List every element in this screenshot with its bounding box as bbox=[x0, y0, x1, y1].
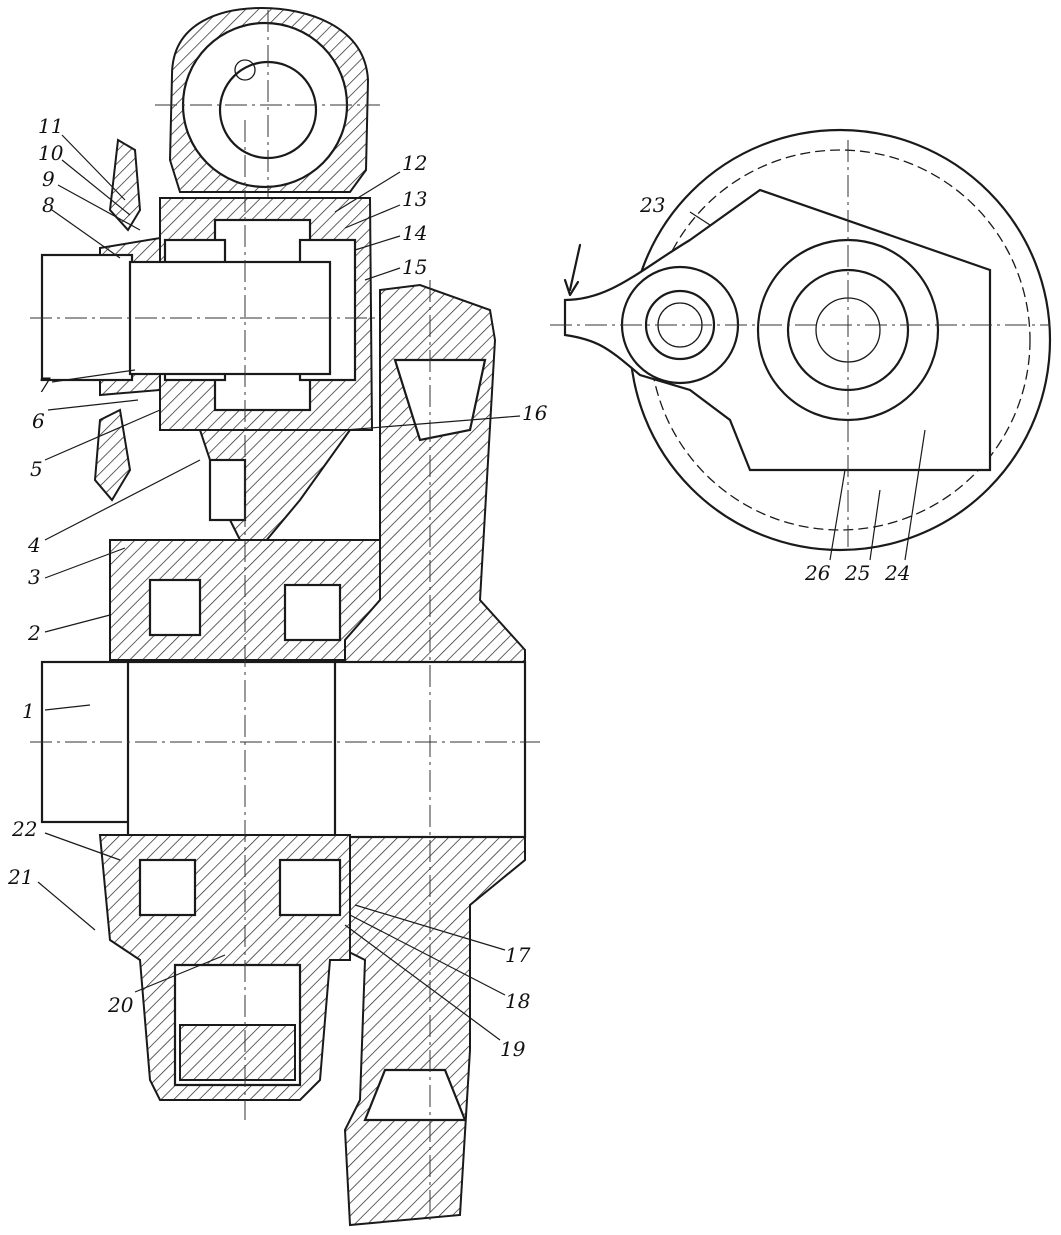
sectional-view bbox=[30, 6, 540, 1227]
callout-15: 15 bbox=[402, 255, 427, 279]
callout-4: 4 bbox=[27, 533, 41, 557]
callout-3: 3 bbox=[28, 565, 41, 589]
callout-leaders bbox=[37, 134, 926, 1041]
side-view bbox=[550, 128, 1052, 552]
callout-17: 17 bbox=[505, 943, 531, 967]
callout-13: 13 bbox=[402, 187, 427, 211]
lower-housing bbox=[98, 834, 351, 1101]
callout-2: 2 bbox=[27, 621, 41, 645]
callout-25: 25 bbox=[844, 561, 870, 585]
callout-24: 24 bbox=[884, 561, 910, 585]
callout-5: 5 bbox=[30, 457, 43, 481]
callout-11: 11 bbox=[38, 114, 63, 138]
callout-21: 21 bbox=[7, 865, 33, 889]
input-shaft bbox=[30, 253, 380, 382]
callout-9: 9 bbox=[42, 167, 55, 191]
callout-1: 1 bbox=[22, 699, 35, 723]
callout-22: 22 bbox=[11, 817, 37, 841]
intermediate-web bbox=[198, 429, 352, 562]
callout-7: 7 bbox=[38, 373, 51, 397]
callout-18: 18 bbox=[505, 989, 530, 1013]
motor-housing bbox=[155, 6, 380, 200]
callout-12: 12 bbox=[402, 151, 427, 175]
callout-labels: 11 10 9 8 7 6 5 4 3 2 1 22 21 20 12 13 1… bbox=[7, 114, 910, 1061]
lower-bearing-block bbox=[109, 539, 381, 661]
sprocket bbox=[93, 138, 142, 502]
axle bbox=[30, 660, 540, 839]
callout-8: 8 bbox=[42, 193, 55, 217]
callout-19: 19 bbox=[500, 1037, 526, 1061]
callout-14: 14 bbox=[402, 221, 427, 245]
callout-10: 10 bbox=[38, 141, 64, 165]
callout-26: 26 bbox=[804, 561, 831, 585]
callout-23: 23 bbox=[639, 193, 665, 217]
callout-20: 20 bbox=[107, 993, 134, 1017]
callout-6: 6 bbox=[32, 409, 45, 433]
callout-16: 16 bbox=[522, 401, 548, 425]
